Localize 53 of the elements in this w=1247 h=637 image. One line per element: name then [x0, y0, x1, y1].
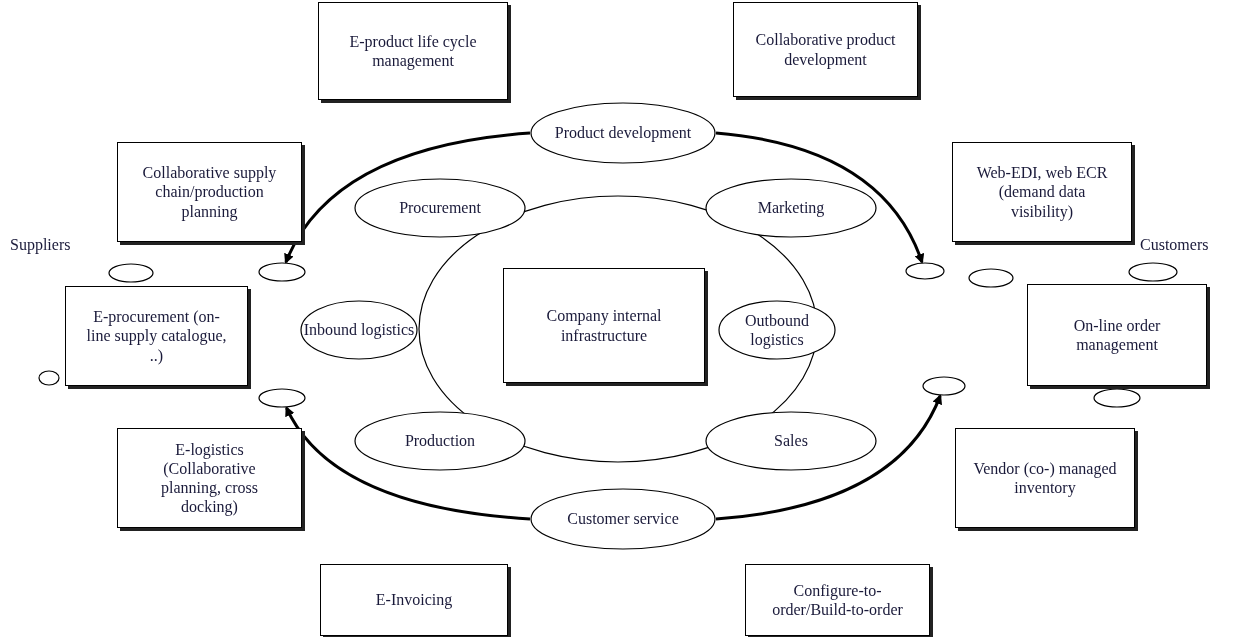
small-ellipse — [1128, 262, 1178, 282]
ellipse-label: Marketing — [757, 198, 825, 218]
process-box — [733, 2, 918, 97]
small-ellipse — [922, 376, 966, 396]
process-box — [745, 564, 930, 636]
function-ellipse — [530, 102, 716, 164]
ellipse-label: Product development — [554, 123, 692, 143]
ellipse-label: Production — [404, 431, 476, 451]
box-label: Vendor (co-) managed inventory — [972, 458, 1118, 498]
box-label: Collaborative product development — [754, 30, 897, 69]
small-ellipse — [905, 262, 945, 280]
box-label: E-Invoicing — [375, 590, 453, 610]
function-ellipse — [705, 411, 877, 471]
small-ellipse — [1093, 388, 1141, 408]
curved-arrow — [715, 394, 942, 521]
curved-arrow — [284, 131, 531, 264]
function-ellipse — [530, 488, 716, 550]
ellipse-label: Customer service — [567, 509, 679, 529]
small-ellipse — [258, 388, 306, 408]
ellipse-label: Sales — [774, 431, 808, 451]
function-ellipse — [705, 178, 877, 238]
process-box — [117, 428, 302, 528]
box-label: E-logistics (Collaborative planning, cross docking) — [160, 439, 259, 517]
process-box — [117, 142, 302, 242]
box-label: Collaborative supply chain/production planning — [141, 163, 278, 221]
side-label: Customers — [1140, 236, 1209, 254]
process-box — [952, 142, 1132, 242]
function-ellipse — [718, 300, 836, 360]
ellipse-label: Procurement — [399, 198, 481, 218]
function-ellipse — [354, 178, 526, 238]
process-box — [503, 268, 705, 383]
small-ellipse — [38, 370, 60, 386]
process-box — [65, 286, 248, 386]
box-label: On-line order management — [1072, 315, 1162, 355]
process-box — [320, 564, 508, 636]
side-label: Suppliers — [10, 236, 71, 254]
process-box — [955, 428, 1135, 528]
box-label: Web-EDI, web ECR (demand data visibility) — [975, 163, 1109, 221]
box-label: E-product life cycle management — [348, 31, 478, 71]
process-box — [1027, 284, 1207, 386]
curved-arrow — [715, 131, 924, 264]
small-ellipse — [258, 262, 306, 282]
function-ellipse — [300, 300, 418, 360]
box-label: Company internal infrastructure — [545, 306, 663, 345]
small-ellipse — [968, 268, 1014, 288]
small-ellipse — [108, 263, 154, 283]
box-label: E-procurement (on-line supply catalogue, ..) — [85, 307, 228, 365]
ellipse-label: Outbound logistics — [744, 310, 810, 350]
box-label: Configure-to-order/Build-to-order — [771, 580, 904, 620]
curved-arrow — [285, 406, 531, 521]
process-box — [318, 2, 508, 100]
function-ellipse — [354, 411, 526, 471]
ellipse-label: Inbound logistics — [303, 320, 415, 340]
